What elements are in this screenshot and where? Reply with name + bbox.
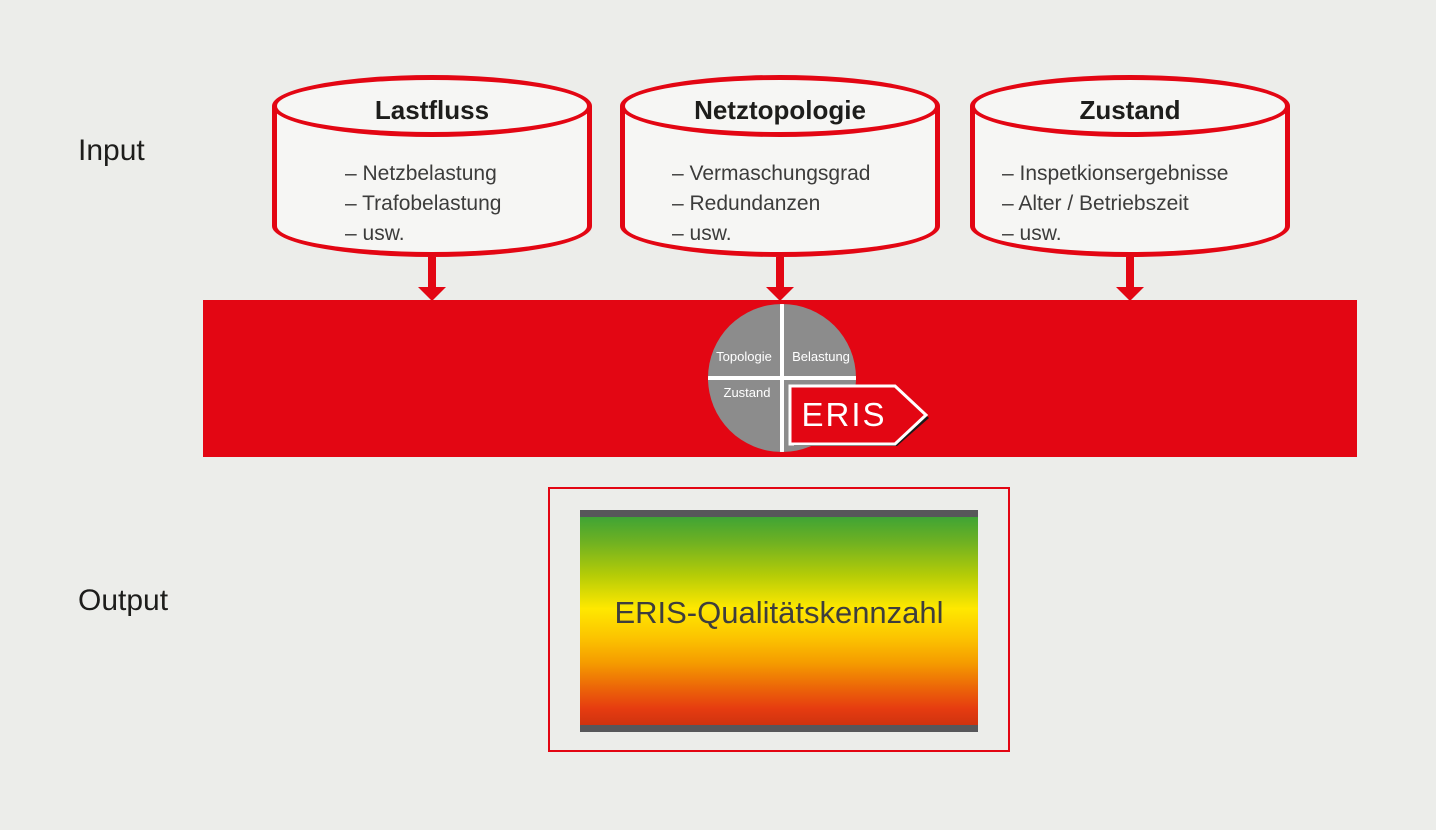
cylinder-list-item: – Netzbelastung (345, 162, 497, 185)
cylinder-list-item: – Inspetkionsergebnisse (1002, 162, 1229, 185)
pie-segment-label-zustand: Zustand (723, 385, 771, 400)
input-cylinder-zustand: Zustand – Inspetkionsergebnisse – Alter … (970, 75, 1290, 257)
cylinder-list-item: – Trafobelastung (345, 192, 502, 215)
scale-top-bar (580, 510, 978, 517)
cylinder-item-list: – Netzbelastung – Trafobelastung – usw. (272, 159, 584, 249)
cylinder-title: Netztopologie (694, 95, 866, 125)
cylinder-top-ellipse (620, 75, 940, 137)
cylinder-top-ellipse (970, 75, 1290, 137)
down-arrow-icon (1116, 257, 1144, 301)
scale-bottom-bar (580, 725, 978, 732)
pie-divider-horizontal (708, 376, 856, 380)
cylinder-item-list: – Vermaschungsgrad – Redundanzen – usw. (620, 159, 932, 249)
input-label: Input (78, 134, 145, 167)
cylinder-item-list: – Inspetkionsergebnisse – Alter / Betrie… (970, 159, 1282, 249)
pie-segment-label-belastung: Belastung (792, 349, 850, 364)
quality-scale: ERIS-Qualitätskennzahl (580, 510, 978, 732)
scale-label: ERIS-Qualitätskennzahl (614, 595, 944, 630)
eris-tag: ERIS (788, 384, 933, 450)
cylinder-list-item: – Redundanzen (672, 192, 821, 215)
cylinder-list-item: – usw. (345, 222, 405, 245)
eris-tag-label: ERIS (801, 396, 887, 433)
output-frame: ERIS-Qualitätskennzahl (548, 487, 1010, 752)
eris-tag-arrow (788, 384, 929, 446)
pie-segment-label-topologie: Topologie (716, 349, 772, 364)
down-arrow-icon (418, 257, 446, 301)
cylinder-list-item: – Alter / Betriebszeit (1002, 192, 1189, 215)
cylinder-title: Zustand (1079, 95, 1181, 125)
input-cylinder-netztopologie: Netztopologie – Vermaschungsgrad – Redun… (620, 75, 940, 257)
input-cylinder-lastfluss: Lastfluss – Netzbelastung – Trafobelastu… (272, 75, 592, 257)
cylinder-top-ellipse (272, 75, 592, 137)
cylinder-list-item: – usw. (1002, 222, 1062, 245)
cylinder-title: Lastfluss (374, 95, 490, 125)
down-arrow-icon (766, 257, 794, 301)
cylinder-list-item: – Vermaschungsgrad (672, 162, 871, 185)
eris-tag-shape-icon (788, 384, 929, 446)
output-label: Output (78, 584, 169, 617)
cylinder-list-item: – usw. (672, 222, 732, 245)
scale-gradient: ERIS-Qualitätskennzahl (580, 517, 978, 725)
